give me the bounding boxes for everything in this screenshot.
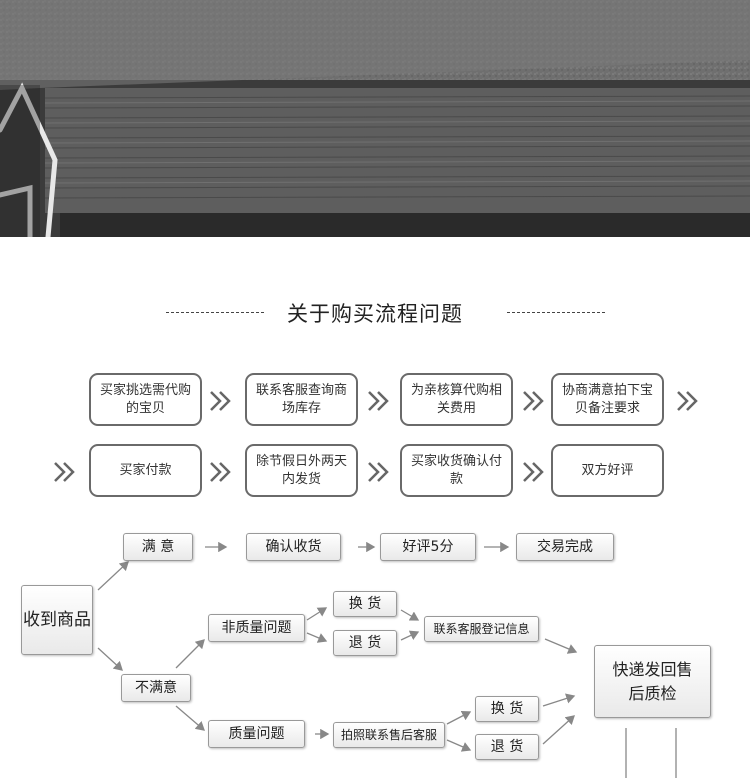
flow-received-goods: 收到商品 [21, 585, 93, 655]
step-select-item: 买家挑选需代购的宝贝 [89, 373, 202, 426]
step-shipping: 除节假日外两天内发货 [245, 444, 358, 497]
chevron-right-icon [210, 391, 231, 411]
flow-exchange: 换 货 [333, 591, 397, 617]
step-place-order: 协商满意拍下宝贝备注要求 [551, 373, 664, 426]
flow-return: 退 货 [333, 630, 397, 656]
step-calculate-fees: 为亲核算代购相关费用 [400, 373, 513, 426]
step-contact-service: 联系客服查询商场库存 [245, 373, 358, 426]
section-title: 关于购买流程问题 [287, 302, 463, 326]
title-dash-left [166, 312, 264, 313]
chevron-right-icon [677, 391, 698, 411]
flow-photo-contact-aftersale: 拍照联系售后客服 [333, 722, 445, 748]
title-dash-right [507, 312, 605, 313]
flow-non-quality-issue: 非质量问题 [208, 614, 305, 642]
flow-express-return-inspection: 快递发回售后质检 [594, 645, 711, 718]
chevron-right-icon [368, 391, 389, 411]
flow-return: 退 货 [475, 734, 539, 760]
chevron-right-icon [523, 462, 544, 482]
flow-quality-issue: 质量问题 [208, 720, 305, 748]
chevron-right-icon [523, 391, 544, 411]
step-mutual-review: 双方好评 [551, 444, 664, 497]
chevron-right-icon [210, 462, 231, 482]
flow-exchange: 换 货 [475, 696, 539, 722]
flow-good-review: 好评5分 [380, 533, 476, 561]
flow-contact-service-register: 联系客服登记信息 [424, 616, 539, 642]
flow-unsatisfied: 不满意 [121, 674, 191, 702]
step-buyer-pay: 买家付款 [89, 444, 202, 497]
product-photo [0, 0, 750, 237]
flow-transaction-complete: 交易完成 [516, 533, 614, 561]
flow-confirm-receipt: 确认收货 [246, 533, 341, 561]
chevron-right-icon [368, 462, 389, 482]
chevron-right-icon [54, 462, 75, 482]
felt-stack-image [0, 0, 750, 237]
flow-satisfied: 满 意 [123, 533, 193, 561]
step-confirm-receipt: 买家收货确认付款 [400, 444, 513, 497]
